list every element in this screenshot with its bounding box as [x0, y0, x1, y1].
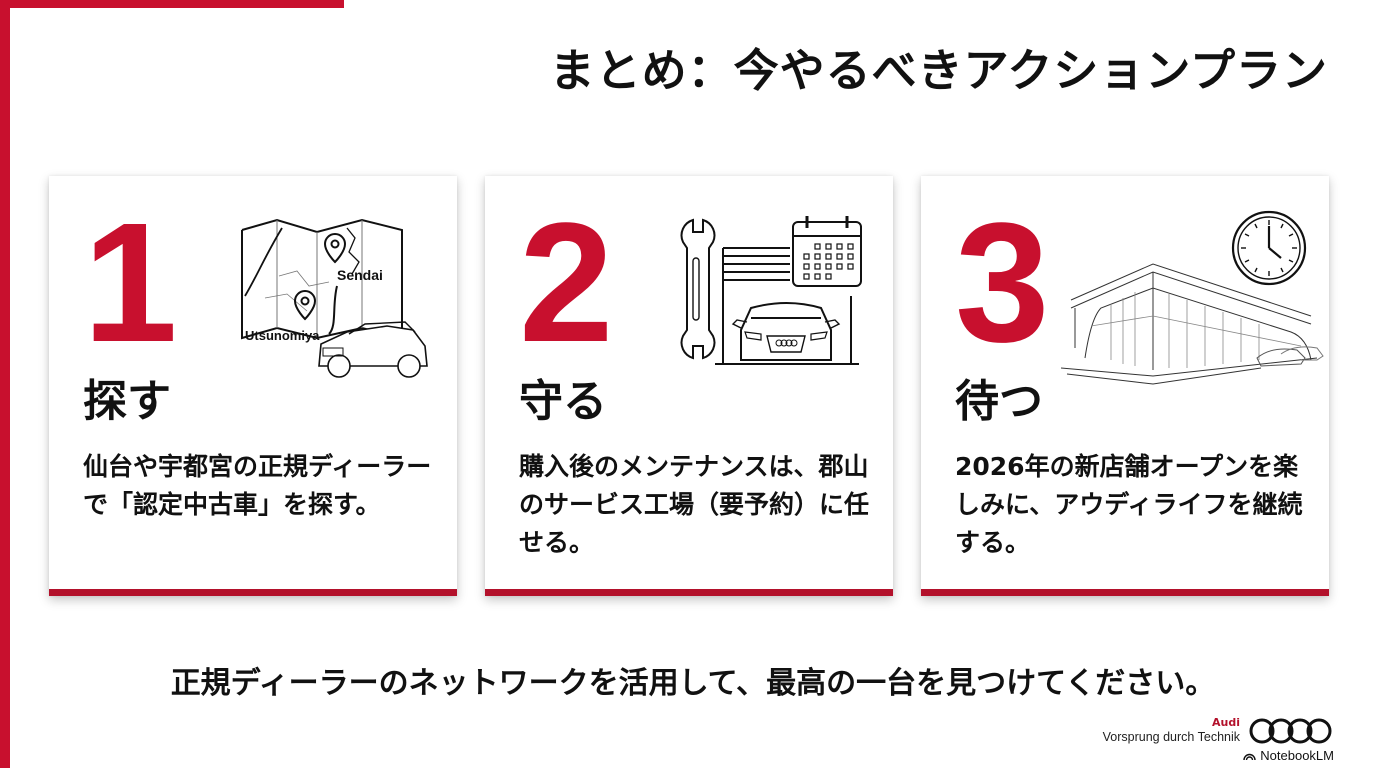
top-accent-bar [0, 0, 344, 8]
map-pins-suv-icon: Sendai Utsunomiya [241, 218, 428, 378]
step-number: 2 [519, 188, 614, 378]
step-description: 購入後のメンテナンスは、郡山のサービス工場（要予約）に任せる。 [519, 452, 870, 557]
step-description: 仙台や宇都宮の正規ディーラーで「認定中古車」を探す。 [83, 452, 432, 519]
notebooklm-logo-icon [1243, 753, 1256, 761]
wrench-garage-calendar-icon [680, 216, 862, 365]
action-card-wait: 3 [921, 176, 1329, 596]
closing-tagline: 正規ディーラーのネットワークを活用して、最高の一台を見つけてください。 [170, 666, 1216, 701]
notebooklm-watermark: NotebookLM [1243, 748, 1334, 763]
step-verb: 探す [83, 376, 171, 427]
brand-name: Audi [1212, 716, 1240, 729]
card-underbar [485, 589, 893, 596]
step-number: 1 [83, 188, 178, 378]
audi-rings-logo-icon [1249, 718, 1332, 744]
card-underbar [49, 589, 457, 596]
svg-text:Sendai: Sendai [337, 267, 383, 283]
card-underbar [921, 589, 1329, 596]
slide-title: まとめ：今やるべきアクションプラン [549, 44, 1328, 97]
brand-slogan: Vorsprung durch Technik [1102, 730, 1240, 744]
action-card-maintain: 2 [485, 176, 893, 596]
left-accent-bar [0, 0, 10, 768]
dealership-clock-icon [1061, 210, 1324, 385]
step-verb: 守る [519, 376, 607, 427]
step-verb: 待つ [955, 376, 1043, 427]
brand-footer: Audi Vorsprung durch Technik NotebookLM [1076, 716, 1336, 764]
notebooklm-label: NotebookLM [1260, 748, 1334, 763]
svg-text:Utsunomiya: Utsunomiya [245, 328, 320, 343]
action-card-search: 1 Sendai Utsunomiya 探す 仙台や宇都宮の正規ディーラーで「認… [49, 176, 457, 596]
step-description: 2026年の新店舗オープンを楽しみに、アウディライフを継続する。 [955, 452, 1303, 557]
step-number: 3 [955, 188, 1050, 378]
